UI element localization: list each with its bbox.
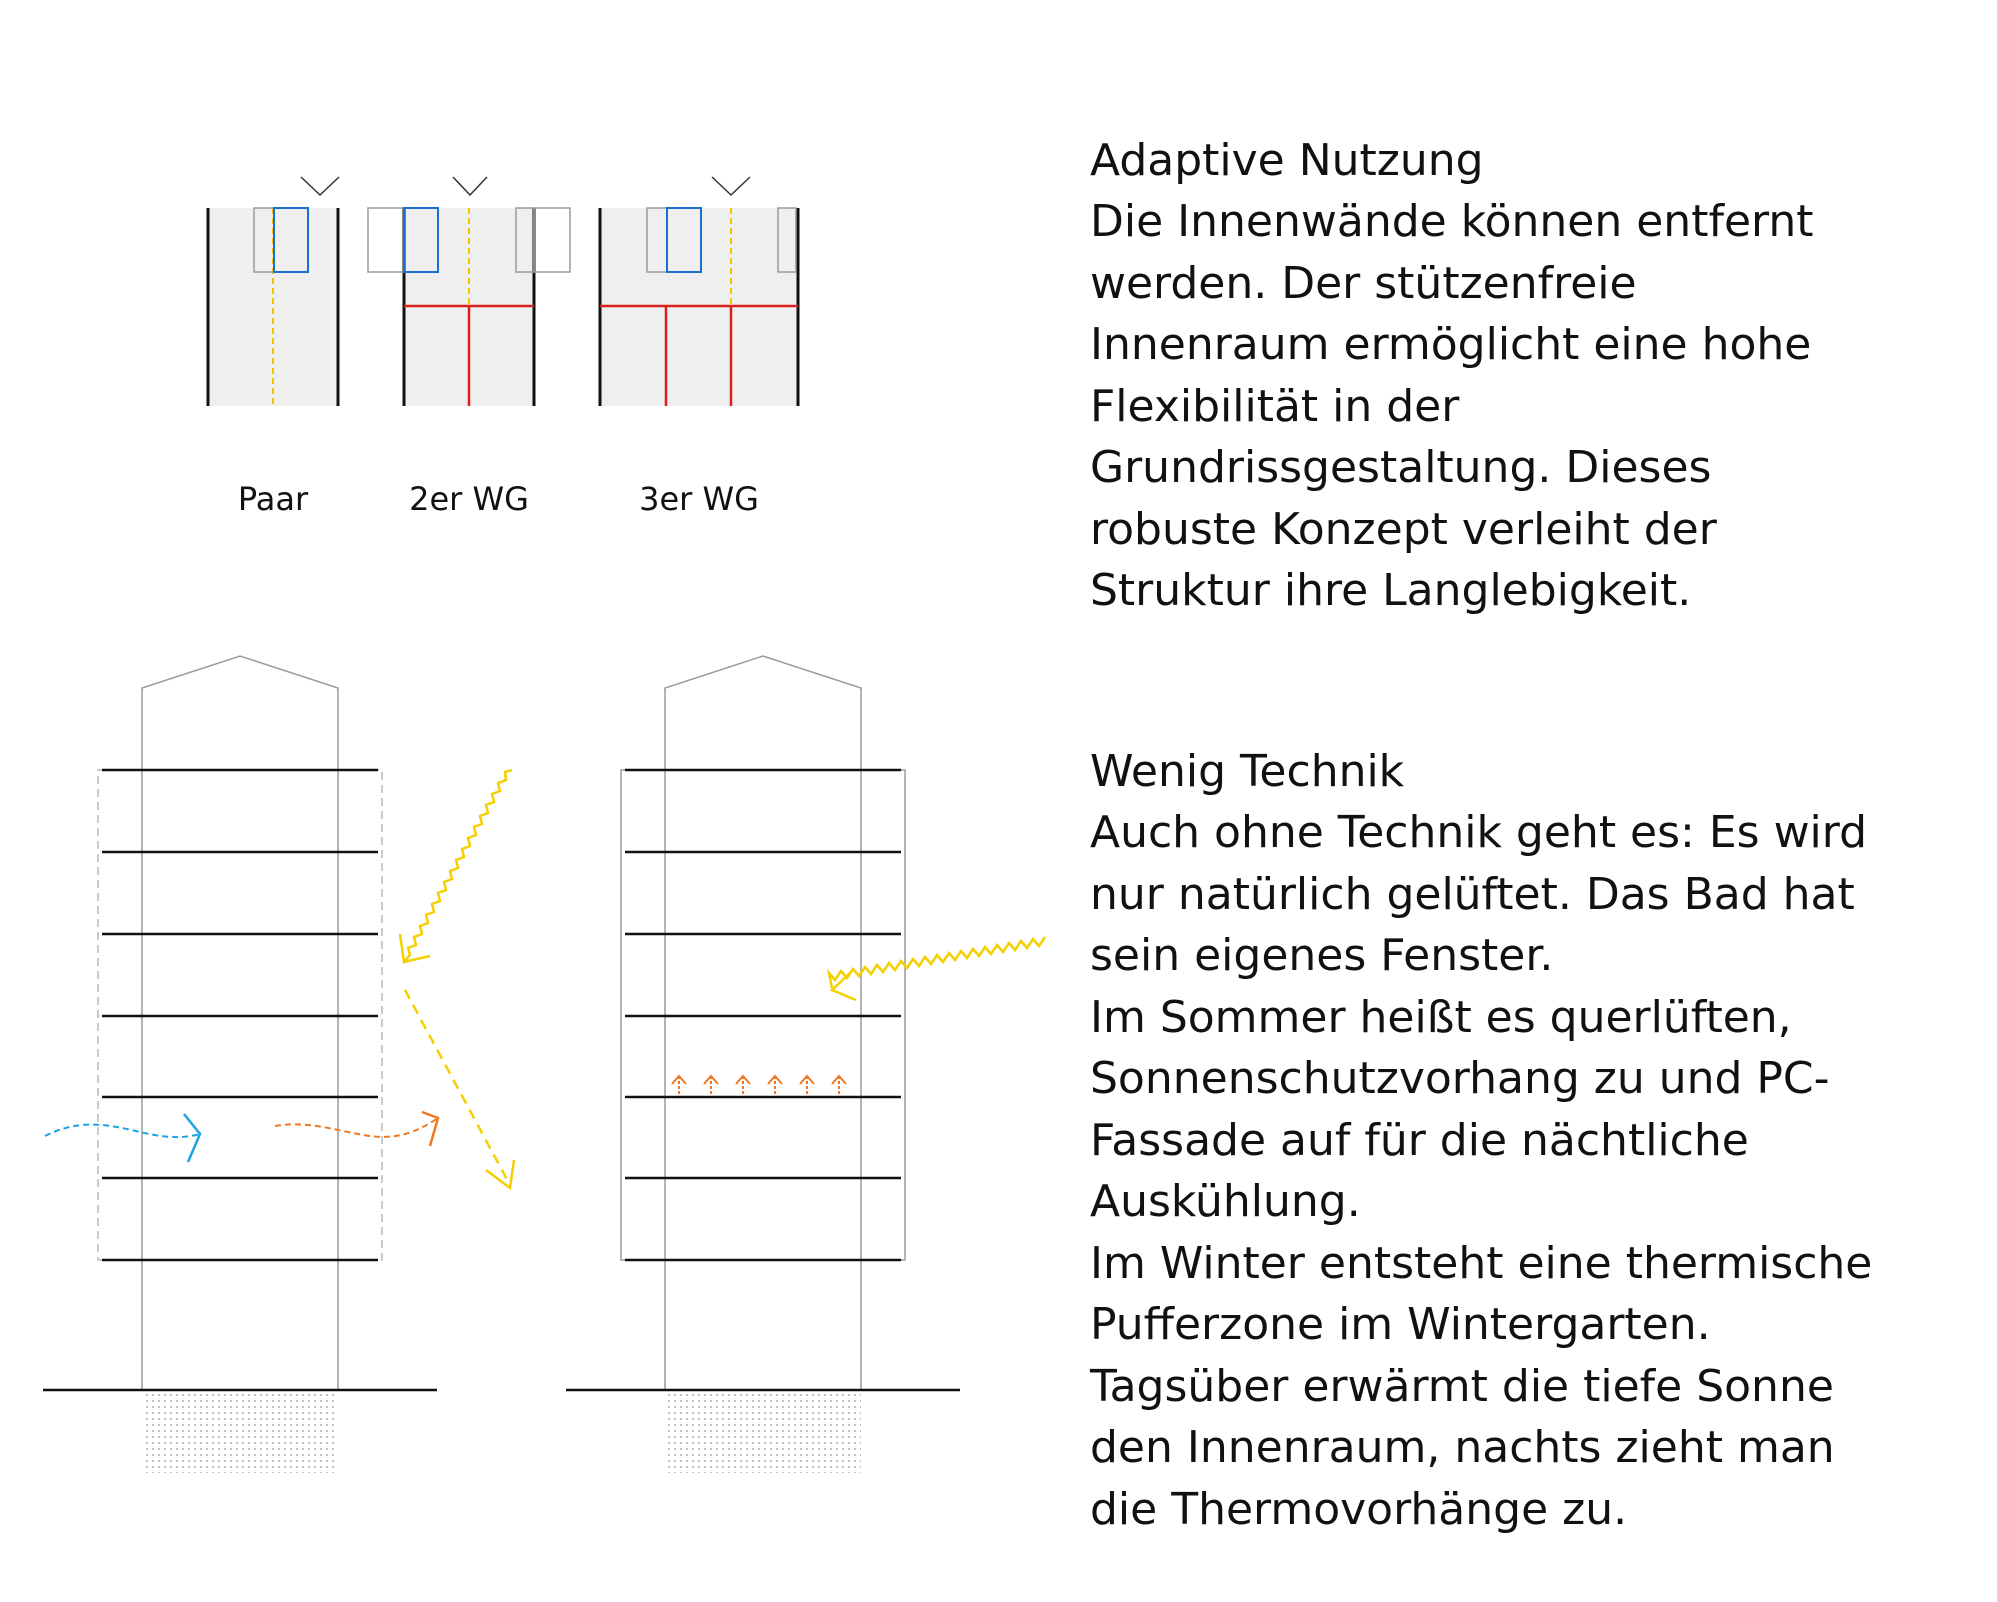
- diagram-canvas: Paar 2er WG 3er WG: [43, 176, 1047, 1473]
- floorplan-label-2er-wg: 2er WG: [409, 480, 529, 518]
- entrance-chevron-icon: [452, 176, 488, 197]
- sun-ray-arrow-icon: [826, 936, 1047, 1002]
- technik-body: Auch ohne Technik geht es: Es wird nur n…: [1090, 807, 1873, 1535]
- sun-ray-arrow-icon: [403, 989, 516, 1191]
- section-winter: [566, 655, 1047, 1473]
- entrance-chevron-icon: [300, 176, 340, 197]
- technik-title: Wenig Technik: [1090, 745, 1405, 797]
- floorplan-label-3er-wg: 3er WG: [639, 480, 759, 518]
- adaptive-title: Adaptive Nutzung: [1090, 134, 1484, 186]
- air-flow-arrow-icon: [274, 1110, 440, 1147]
- floorplan-paar: [206, 176, 340, 406]
- floorplan-label-paar: Paar: [238, 480, 309, 518]
- section-summer: [43, 655, 516, 1473]
- floorplan-2er-wg: [367, 176, 571, 406]
- heat-rise-arrow-icon: [671, 1074, 847, 1094]
- floorplan-3er-wg: [598, 176, 800, 406]
- sun-ray-arrow-icon: [398, 768, 513, 964]
- adaptive-body: Die Innenwände können entfernt werden. D…: [1090, 196, 1814, 616]
- entrance-chevron-icon: [711, 176, 751, 197]
- air-flow-arrow-icon: [44, 1113, 202, 1163]
